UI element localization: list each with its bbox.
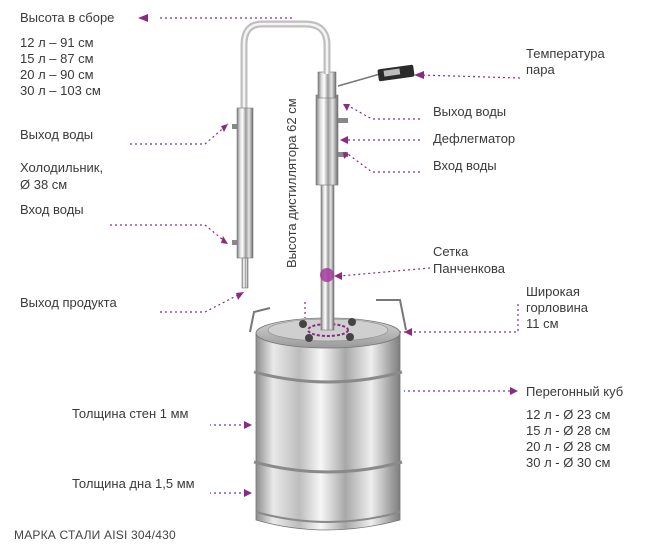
distiller-height-label: Высота дистиллятора 62 см — [284, 98, 299, 268]
neck-label: Широкая — [526, 284, 580, 299]
panchenkov-mesh-icon — [320, 268, 334, 282]
cube-size-20l: 20 л - Ø 28 см — [526, 439, 611, 454]
neck-label-2: горловина — [526, 300, 589, 315]
cube-size-12l: 12 л - Ø 23 см — [526, 407, 611, 422]
assembled-height-title: Высота в сборе — [20, 10, 115, 25]
steam-temperature-label: Температура — [526, 46, 605, 61]
dephlegmator-water-out-label: Выход воды — [433, 104, 507, 119]
product-out-label: Выход продукта — [20, 295, 117, 310]
cooler-water-in-label: Вход воды — [20, 202, 84, 217]
mesh-label-2: Панченкова — [433, 261, 505, 276]
column — [315, 71, 348, 331]
dephlegmator-water-in-label: Вход воды — [433, 158, 497, 173]
mesh-label: Сетка — [433, 244, 469, 259]
cooler-water-out-label: Выход воды — [20, 127, 94, 142]
thermometer-icon — [337, 64, 415, 87]
cooler — [232, 107, 254, 289]
height-15l: 15 л – 87 см — [20, 51, 94, 66]
dephlegmator-label: Дефлегматор — [433, 131, 516, 146]
height-12l: 12 л – 91 см — [20, 35, 94, 50]
steam-temperature-label-2: пара — [526, 62, 555, 77]
cooler-diameter-label: Ø 38 см — [20, 177, 68, 192]
cube-size-15l: 15 л - Ø 28 см — [526, 423, 611, 438]
wall-thickness-label: Толщина стен 1 мм — [72, 406, 189, 421]
distillation-cube — [249, 299, 407, 531]
height-30l: 30 л – 103 см — [20, 83, 101, 98]
cooler-label: Холодильник, — [20, 160, 104, 175]
cube-size-30l: 30 л - Ø 30 см — [526, 455, 611, 470]
bottom-thickness-label: Толщина дна 1,5 мм — [72, 476, 195, 491]
steel-grade-footer: МАРКА СТАЛИ AISI 304/430 — [14, 528, 176, 542]
neck-label-3: 11 см — [526, 316, 559, 331]
cube-title-label: Перегонный куб — [526, 384, 624, 399]
height-20l: 20 л – 90 см — [20, 67, 94, 82]
